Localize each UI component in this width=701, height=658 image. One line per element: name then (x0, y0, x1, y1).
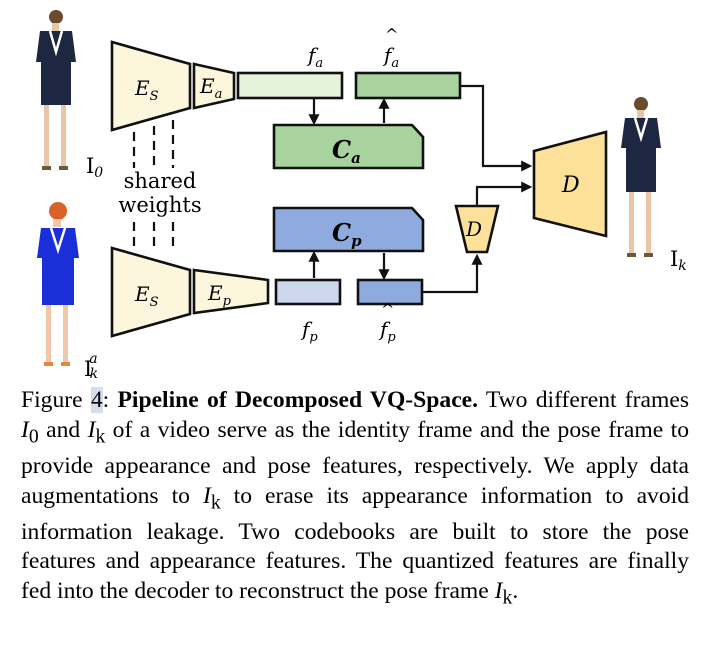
figure-number: 4 (90, 387, 103, 413)
appearance-quantized-label: fa (382, 43, 399, 71)
pose-codebook (272, 206, 425, 253)
figure-label: Figure (21, 387, 91, 413)
output-frame-image (621, 97, 661, 257)
sub-k-3: k (502, 586, 513, 609)
figure-caption: Figure 4: Pipeline of Decomposed VQ-Spac… (21, 386, 689, 613)
pose-frame-image (37, 202, 79, 366)
shared-weights-label-line2: weights (118, 193, 201, 217)
identity-frame-label: I0 (86, 154, 103, 181)
main-decoder-label: D (561, 173, 580, 198)
caption-text-3: of a video serve as the identity frame a… (21, 416, 689, 509)
figure-label-sep: : (102, 387, 118, 413)
sub-k-2: k (210, 491, 221, 514)
pose-quantized-label: fp (378, 317, 396, 345)
caption-text-2: and (38, 416, 88, 443)
var-ik-1: I (87, 416, 96, 443)
shared-encoder-top (110, 40, 192, 132)
caption-text-5: . (512, 578, 519, 604)
output-frame-label: Ik (670, 247, 687, 274)
appearance-feature-label: fa (306, 43, 323, 71)
caption-text-4: to erase its appearance information to a… (21, 482, 690, 605)
pose-decoder (454, 204, 500, 254)
pose-decoder-label: D (465, 217, 482, 241)
var-ik-3: I (494, 578, 503, 604)
caption-title: Pipeline of Decomposed VQ-Space. (117, 387, 479, 413)
identity-frame-image (36, 10, 76, 170)
var-i0: I (21, 416, 29, 443)
hat-accent: ^ (385, 25, 398, 44)
hat-accent: ^ (381, 300, 394, 319)
sub-k-1: k (95, 425, 106, 448)
appearance-quantized-box (354, 71, 462, 100)
var-ik-2: I (202, 482, 211, 509)
pose-feature-label: fp (300, 317, 318, 345)
appearance-feature-box (236, 71, 344, 100)
pose-feature-box (274, 278, 342, 306)
appearance-encoder (192, 62, 236, 110)
pose-encoder (192, 268, 270, 315)
shared-weights-label-line1: shared (124, 169, 197, 193)
main-decoder (532, 130, 608, 238)
shared-encoder-bottom (110, 246, 192, 338)
caption-text-1: Two different frames (478, 387, 689, 413)
sub-0: 0 (28, 425, 39, 448)
appearance-codebook (272, 123, 425, 170)
